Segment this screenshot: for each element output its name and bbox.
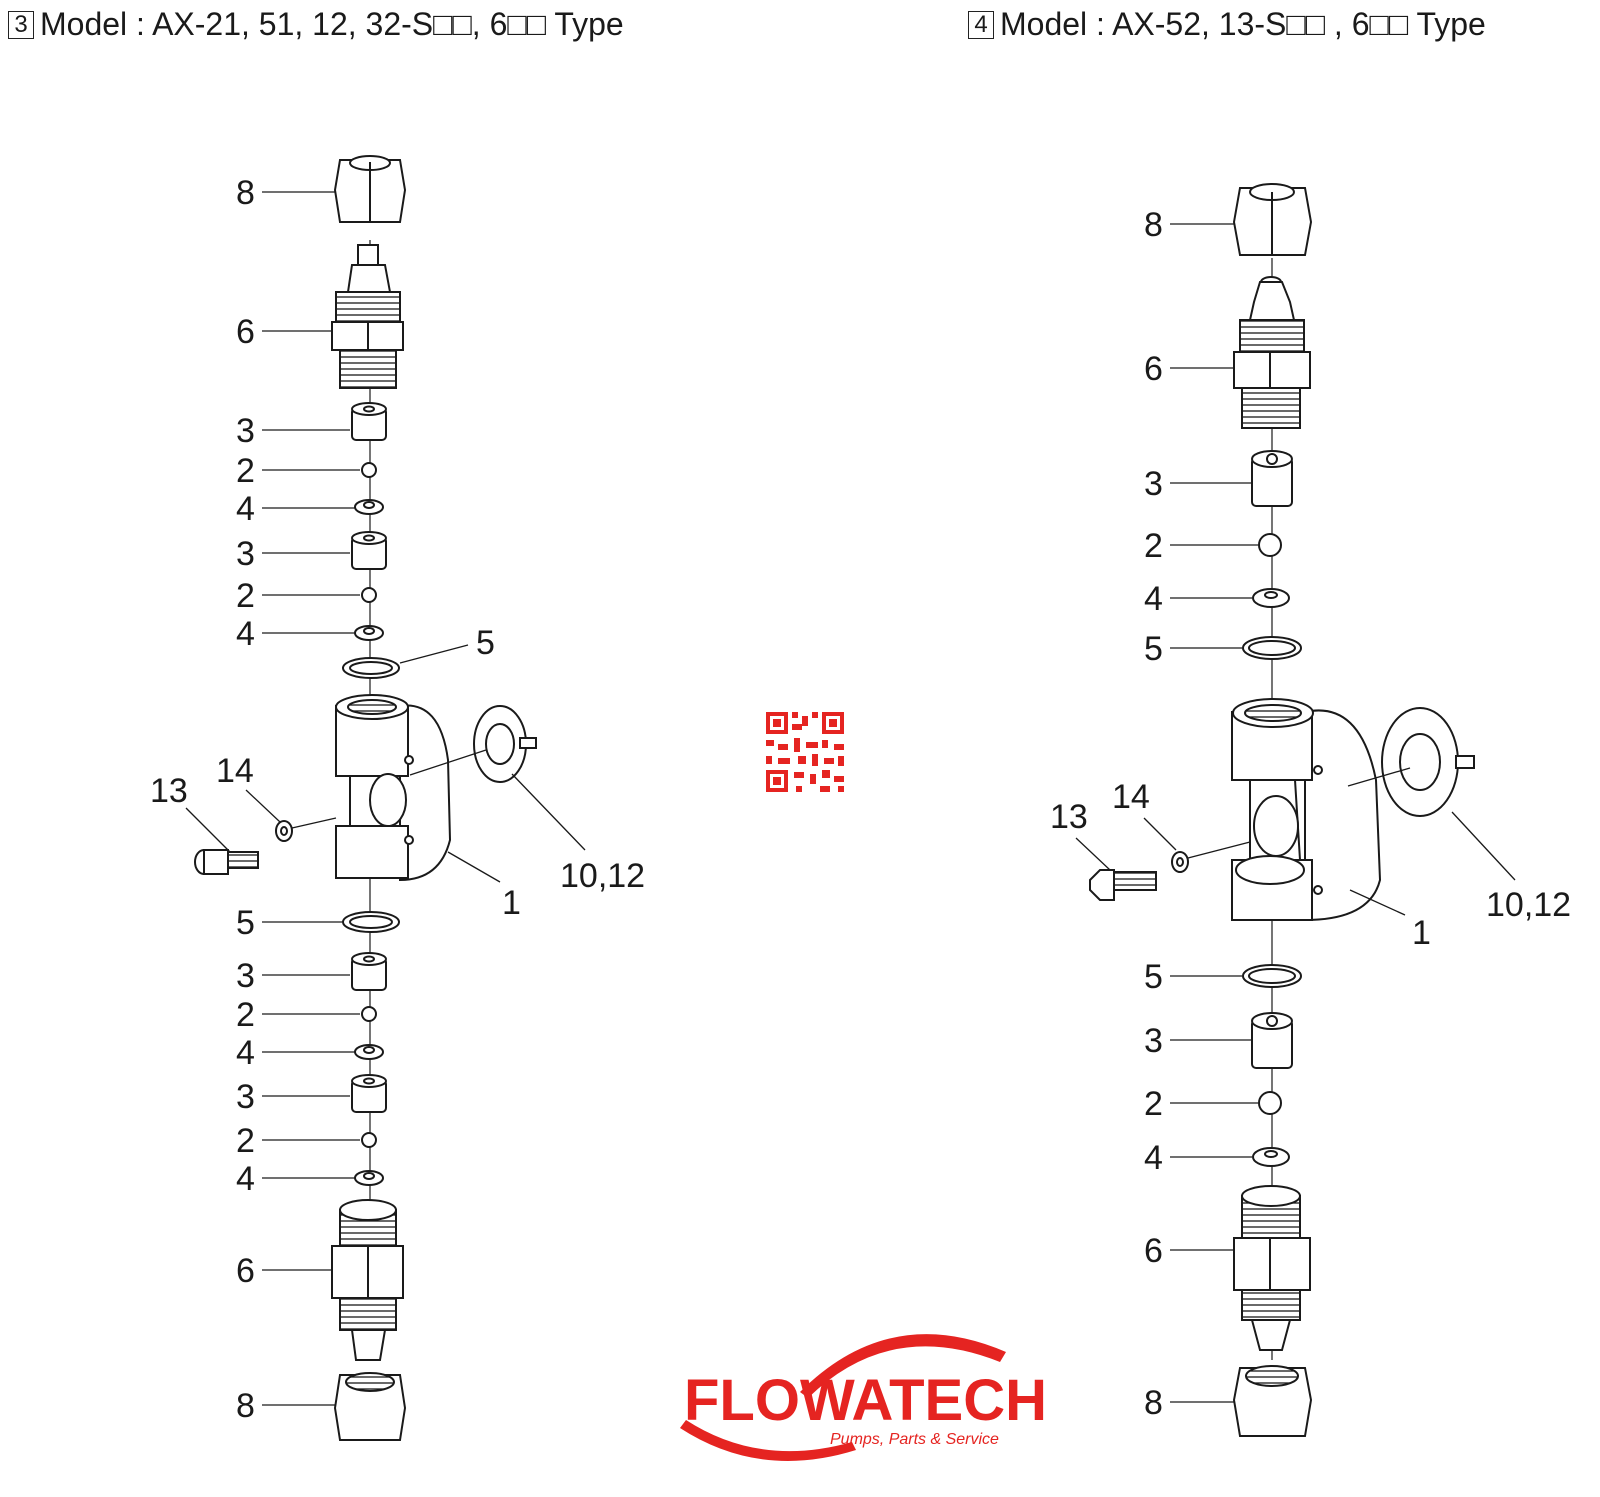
ball-3	[361, 1006, 377, 1022]
callout-3: 3	[236, 535, 255, 573]
diagram-3-callouts: 8 6 3 2 4 3 2 4 5 13 14 10,12 1 5 3 2 4 …	[150, 174, 645, 1425]
diagram-3-parts	[194, 155, 537, 1441]
diagram-4-parts	[1089, 183, 1475, 1437]
cap-nut-bottom	[1232, 1365, 1313, 1437]
valve-seat-1	[354, 499, 384, 515]
callout-3: 3	[236, 957, 255, 995]
flowatech-logo[interactable]: FLOWATECH Pumps, Parts & Service	[680, 1334, 1047, 1461]
callout-2: 2	[236, 996, 255, 1034]
callout-10-12: 10,12	[1486, 886, 1571, 924]
ball-2	[361, 587, 377, 603]
callout-5: 5	[476, 624, 495, 662]
callout-3: 3	[236, 412, 255, 450]
diagram-3-number: 3	[8, 11, 34, 39]
callout-6: 6	[1144, 1232, 1163, 1270]
diagram-3-title-text: Model : AX-21, 51, 12, 32-S□□, 6□□ Type	[40, 6, 624, 42]
diagram-4-leaders	[1075, 223, 1516, 1403]
callout-8: 8	[236, 1387, 255, 1425]
qr-code[interactable]	[766, 712, 844, 792]
callout-3: 3	[1144, 1022, 1163, 1060]
cap-nut-top	[333, 155, 407, 223]
callout-2: 2	[1144, 1085, 1163, 1123]
logo-tagline: Pumps, Parts & Service	[830, 1431, 999, 1448]
washer	[275, 820, 293, 842]
callout-14: 14	[216, 752, 254, 790]
diaphragm	[1347, 707, 1475, 817]
callout-2: 2	[236, 452, 255, 490]
diagram-4-title-text: Model : AX-52, 13-S□□ , 6□□ Type	[1000, 6, 1486, 42]
callout-5: 5	[1144, 958, 1163, 996]
callout-4: 4	[236, 1160, 255, 1198]
ball-2	[1258, 1091, 1282, 1115]
diagram-3-leaders	[185, 191, 586, 1406]
connector-top	[1233, 276, 1311, 429]
callout-10-12: 10,12	[560, 857, 645, 895]
callout-3: 3	[236, 1078, 255, 1116]
connector-top	[331, 244, 404, 389]
diaphragm	[409, 705, 537, 783]
callout-8: 8	[236, 174, 255, 212]
valve-guide-2	[351, 531, 387, 570]
callout-4: 4	[1144, 1139, 1163, 1177]
diagram-4-callouts: 8 6 3 2 4 5 13 14 10,12 1 5 3 2 4 6 8	[1050, 206, 1571, 1422]
logo-wordmark: FLOWATECH	[684, 1368, 1047, 1433]
valve-seat-2	[1252, 1147, 1290, 1167]
callout-14: 14	[1112, 778, 1150, 816]
callout-2: 2	[236, 577, 255, 615]
ball-4	[361, 1132, 377, 1148]
diagram-4-number: 4	[968, 11, 994, 39]
valve-guide-1	[1251, 450, 1293, 507]
callout-6: 6	[1144, 350, 1163, 388]
bolt	[1089, 869, 1157, 901]
valve-seat-1	[1252, 588, 1290, 608]
valve-seat-2	[354, 625, 384, 641]
callout-4: 4	[1144, 580, 1163, 618]
callout-13: 13	[150, 772, 188, 810]
bolt	[194, 849, 259, 875]
valve-guide-3	[351, 952, 387, 991]
pump-head-body	[1231, 698, 1382, 922]
logo-swoosh-top	[800, 1334, 1006, 1398]
callout-6: 6	[236, 1252, 255, 1290]
callout-5: 5	[1144, 630, 1163, 668]
valve-seat-3	[354, 1044, 384, 1060]
valve-guide-1	[351, 402, 387, 441]
callout-3: 3	[1144, 465, 1163, 503]
callout-5: 5	[236, 904, 255, 942]
washer	[1171, 851, 1189, 873]
ball-1	[1258, 533, 1282, 557]
callout-8: 8	[1144, 206, 1163, 244]
pump-head-body	[335, 694, 452, 882]
callout-2: 2	[236, 1122, 255, 1160]
logo-swoosh-bottom	[680, 1420, 856, 1461]
callout-8: 8	[1144, 1384, 1163, 1422]
valve-guide-2	[1251, 1012, 1293, 1069]
callout-1: 1	[1412, 914, 1431, 952]
callout-2: 2	[1144, 527, 1163, 565]
ball-1	[361, 462, 377, 478]
callout-6: 6	[236, 313, 255, 351]
valve-seat-4	[354, 1170, 384, 1186]
valve-guide-4	[351, 1074, 387, 1113]
callout-4: 4	[236, 1034, 255, 1072]
cap-nut-top	[1232, 183, 1313, 256]
connector-bottom	[1233, 1185, 1311, 1351]
callout-13: 13	[1050, 798, 1088, 836]
callout-4: 4	[236, 615, 255, 653]
callout-1: 1	[502, 884, 521, 922]
callout-4: 4	[236, 490, 255, 528]
connector-bottom	[331, 1199, 404, 1361]
cap-nut-bottom	[333, 1372, 407, 1441]
